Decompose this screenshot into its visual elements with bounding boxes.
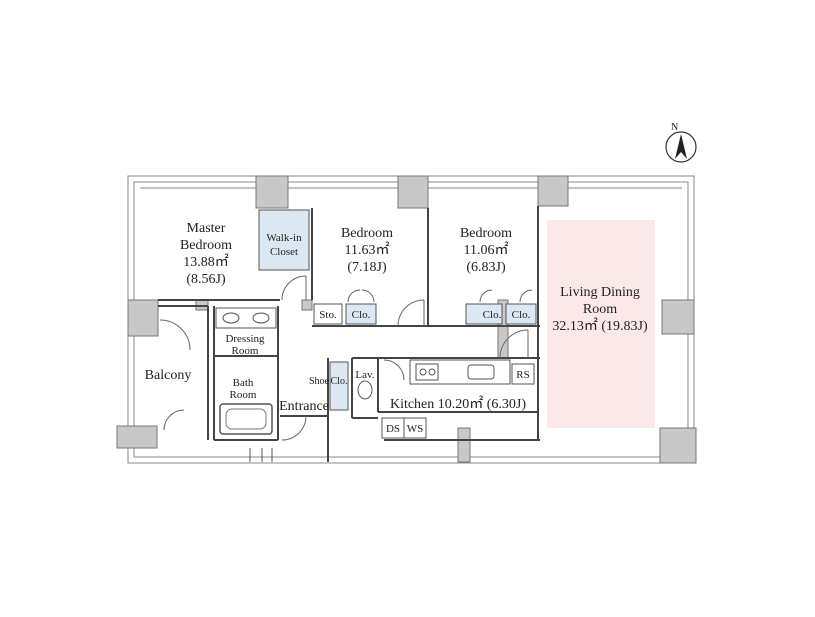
refrigerator-box: [511, 363, 535, 385]
walk-in-closet-name-1: Walk-in: [266, 232, 302, 244]
bath-room-name-1: Bath: [233, 377, 254, 389]
kitchen-sink: [467, 364, 495, 380]
storage-label: Sto.: [319, 309, 337, 321]
master-bedroom-jo: (8.56J): [186, 272, 226, 287]
entry-stubs: [249, 448, 273, 462]
compass-ring: [665, 131, 697, 163]
bedroom-2-jo: (6.83J): [466, 260, 506, 275]
living-room-highlight: [547, 220, 655, 428]
compass-label: N: [671, 122, 678, 133]
dressing-room-name-1: Dressing: [225, 333, 265, 345]
master-bedroom-name-2: Bedroom: [180, 238, 232, 253]
bedroom-2-name: Bedroom: [460, 226, 512, 241]
balcony-name: Balcony: [145, 368, 192, 383]
toilet: [357, 380, 373, 400]
sink-left: [222, 312, 240, 324]
compass: N: [665, 122, 697, 163]
vanity-counter: [215, 307, 277, 329]
bathtub-inner: [225, 408, 267, 430]
dish-storage-label: DS: [386, 423, 400, 435]
compass-needle-icon: [675, 134, 687, 159]
walk-in-closet-fill: [258, 209, 310, 271]
interior-walls: [158, 206, 540, 462]
structural-walls: [116, 175, 697, 464]
lavatory-label: Lav.: [355, 369, 374, 381]
bath-room-name-2: Room: [230, 389, 257, 401]
closet-b1-label: Clo.: [352, 309, 371, 321]
bathtub: [219, 403, 273, 435]
closet-b2a-label: Clo.: [483, 309, 502, 321]
refrigerator-space-label: RS: [516, 369, 529, 381]
living-dining-name-2: Room: [583, 302, 617, 317]
kitchen-label: Kitchen 10.20㎡ (6.30J): [390, 396, 526, 412]
cooktop: [415, 363, 439, 381]
storage-box: [313, 303, 343, 325]
sink-right: [252, 312, 270, 324]
bedroom-2-area: 11.06㎡: [464, 242, 509, 258]
bedroom-1-name: Bedroom: [341, 226, 393, 241]
door-swings: [159, 275, 533, 441]
master-bedroom-area: 13.88㎡: [183, 254, 229, 270]
walk-in-closet-name-2: Closet: [270, 246, 298, 258]
bedroom-1-jo: (7.18J): [347, 260, 387, 275]
living-dining-name-1: Living Dining: [560, 285, 640, 300]
washing-storage-label: WS: [407, 423, 424, 435]
shoe-closet-label-2: Clo.: [331, 376, 348, 387]
closet-b2b-label: Clo.: [512, 309, 531, 321]
living-dining-area: 32.13㎡ (19.83J): [552, 318, 648, 334]
burner-2: [428, 368, 436, 376]
master-bedroom-name-1: Master: [187, 221, 226, 236]
closet-fills: [329, 303, 537, 411]
dressing-room-name-2: Room: [232, 345, 259, 357]
shoe-closet-label-1: Shoe: [309, 376, 330, 387]
burner-1: [419, 368, 427, 376]
entrance-name: Entrance: [279, 399, 329, 414]
bedroom-1-area: 11.63㎡: [345, 242, 390, 258]
